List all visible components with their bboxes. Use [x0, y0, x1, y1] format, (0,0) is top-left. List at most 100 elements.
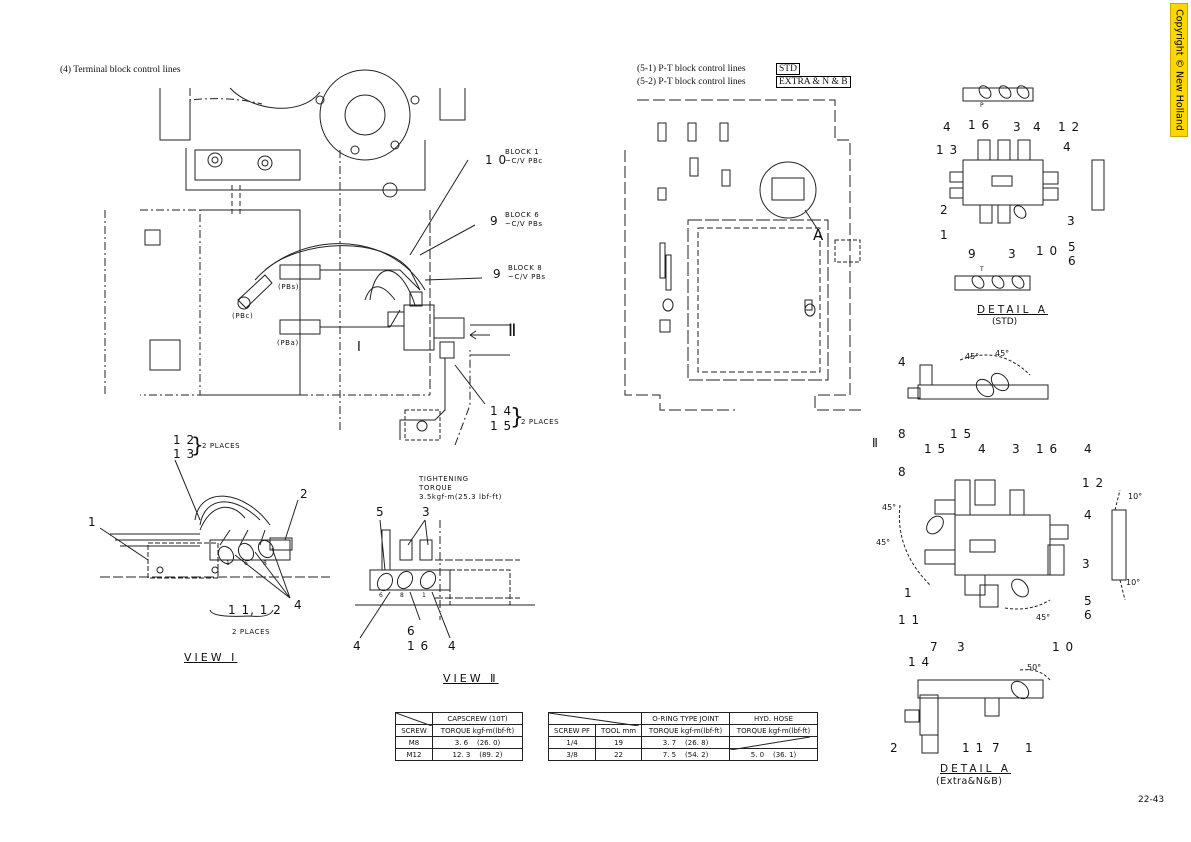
extra-side-angle-10a: 10°	[1128, 492, 1143, 501]
view1-callout-12: 1 2	[173, 433, 196, 447]
extra-callout-1: 1	[904, 586, 913, 600]
extra-callout-4a: 4	[978, 442, 987, 456]
torque-sub: TORQUE	[419, 484, 453, 492]
capscrew-header-row: CAPSCREW (10T)	[395, 712, 523, 726]
copyright-badge: Copyright © New Holland	[1170, 3, 1188, 137]
view1-port-8: 8	[263, 560, 267, 567]
extra-callout-3a: 3	[1012, 442, 1021, 456]
callout-block1-sub: ~C/V PBc	[505, 157, 543, 165]
std-callout-2: 2	[940, 203, 949, 217]
capscrew-col-row: SCREW TORQUE kgf-m(lbf-ft)	[395, 724, 523, 737]
port-letter-p: P	[980, 102, 984, 109]
label-pba: (PBa)	[277, 339, 299, 347]
extra-bottom-callout-7: 7	[992, 741, 1001, 755]
view1-callout-1213-note: 2 PLACES	[202, 442, 241, 450]
extra-bottom-callout-11: 1 1	[962, 741, 985, 755]
std-callout-10: 1 0	[1036, 244, 1059, 258]
oring-pf-1: 1/4	[547, 736, 597, 749]
view2-port-8: 8	[400, 592, 404, 599]
extra-callout-11: 1 1	[898, 613, 921, 627]
extra-angle-45a: 45°	[965, 352, 980, 361]
label-pbc: (PBc)	[232, 312, 254, 320]
oring-col-screw: SCREW PF	[547, 724, 597, 737]
detail-std-title: DETAIL A	[977, 304, 1048, 316]
brace-1415: }	[510, 405, 524, 430]
extra-side-angle-45a: 45°	[882, 503, 897, 512]
callout-block8: BLOCK 8	[508, 264, 543, 272]
view2-callout-4a: 4	[353, 639, 362, 653]
extra-callout-3c: 3	[957, 640, 966, 654]
oring-torque-2: 7. 5 (54. 2)	[641, 748, 731, 761]
view2-callout-4b: 4	[448, 639, 457, 653]
oring-title: O-RING TYPE JOINT	[641, 712, 731, 725]
page-number: 22-43	[1138, 795, 1165, 805]
view2-drawing	[355, 519, 535, 639]
oring-torque-1: 3. 7 (26. 8)	[641, 736, 731, 749]
hose-title: HYD. HOSE	[729, 712, 818, 725]
extra-callout-5: 5	[1084, 594, 1093, 608]
capscrew-table: CAPSCREW (10T) SCREW TORQUE kgf-m(lbf-ft…	[395, 712, 523, 761]
extra-callout-16: 1 6	[1036, 442, 1059, 456]
view2-callout-3: 3	[422, 505, 431, 519]
capscrew-torque-m8: 3. 6 (26. 0)	[432, 736, 523, 749]
oring-header-row: O-RING TYPE JOINT HYD. HOSE	[547, 712, 818, 726]
callout-block8-sub: ~C/V PBs	[508, 273, 546, 281]
detail-std-drawing	[949, 85, 1105, 291]
callout-1415-note: 2 PLACES	[521, 418, 560, 426]
std-callout-16: 1 6	[968, 118, 991, 132]
view1-port-1: 1	[226, 560, 230, 567]
std-callout-3a: 3	[1013, 120, 1022, 134]
capscrew-col-torque: TORQUE kgf-m(lbf-ft)	[432, 724, 523, 737]
heading-pt-std: (5-1) P-T block control lines	[637, 64, 746, 74]
extra-angle-50: 50°	[1027, 663, 1042, 672]
port-letter-t: T	[980, 266, 984, 273]
view-marker-1: Ⅰ	[357, 340, 361, 355]
table-row: 3/8 22 7. 5 (54. 2) 5. 0 (36. 1)	[547, 748, 818, 761]
std-callout-5: 5	[1068, 240, 1077, 254]
extra-view-marker-2: Ⅱ	[872, 436, 878, 450]
callout-14: 1 4	[490, 404, 513, 418]
hose-torque-2: 5. 0 (36. 1)	[729, 748, 818, 761]
extra-bottom-callout-1: 1	[1025, 741, 1034, 755]
view2-port-6: 6	[379, 592, 383, 599]
capscrew-title: CAPSCREW (10T)	[432, 712, 523, 725]
torque-value: 3.5kgf-m(25.3 lbf-ft)	[419, 493, 503, 501]
table-row: 1/4 19 3. 7 (26. 8)	[547, 736, 818, 750]
std-callout-12: 1 2	[1058, 120, 1081, 134]
hose-torque-1-empty	[729, 736, 818, 750]
view2-callout-16: 1 6	[407, 639, 430, 653]
std-callout-4b: 4	[1033, 120, 1042, 134]
extra-callout-8: 8	[898, 465, 907, 479]
capscrew-torque-m12: 12. 3 (89. 2)	[432, 748, 523, 761]
extra-bottom-callout-2: 2	[890, 741, 899, 755]
view1-callout-13: 1 3	[173, 447, 196, 461]
capscrew-screw-m12: M12	[395, 748, 433, 761]
view1-callout-4: 4	[294, 598, 303, 612]
view-marker-2: Ⅱ	[508, 321, 517, 341]
std-callout-13: 1 3	[936, 143, 959, 157]
view1-drawing	[99, 459, 330, 617]
std-callout-4c: 4	[1063, 140, 1072, 154]
std-callout-3c: 3	[1067, 214, 1076, 228]
detail-extra-title: DETAIL A	[940, 763, 1011, 775]
std-callout-4a: 4	[943, 120, 952, 134]
detail-extra-sub: (Extra&N&B)	[936, 776, 1003, 787]
callout-block1: BLOCK 1	[505, 148, 540, 156]
view1-callout-1112-note: 2 PLACES	[232, 628, 271, 636]
left-machine-outline	[104, 69, 466, 430]
view1-callout-1112: 1 1, 1 2	[228, 603, 282, 617]
hose-col-torque: TORQUE kgf-m(lbf-ft)	[729, 724, 818, 737]
callout-9b: 9	[493, 267, 502, 281]
std-callout-1: 1	[940, 228, 949, 242]
callout-10: 1 0	[485, 153, 508, 167]
extra-angle-45b: 45°	[995, 349, 1010, 358]
extra-top-callout-4: 4	[898, 355, 907, 369]
extra-side-angle-45c: 45°	[1036, 613, 1051, 622]
view1-callout-2: 2	[300, 487, 309, 501]
callout-block6-sub: ~C/V PBs	[505, 220, 543, 228]
oring-pf-2: 3/8	[547, 748, 597, 761]
label-pbs: (PBs)	[278, 283, 300, 291]
view2-callout-6: 6	[407, 624, 416, 638]
callout-9a: 9	[490, 214, 499, 228]
